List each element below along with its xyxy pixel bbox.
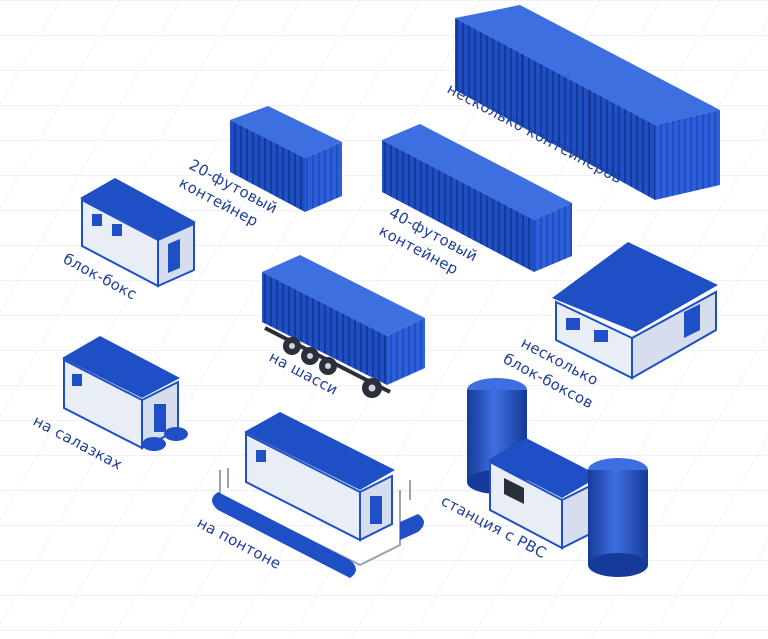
on-chassis-illustration (262, 255, 425, 398)
several-block-boxes-illustration (552, 242, 718, 380)
container-20ft-illustration (230, 106, 342, 212)
on-pontoon-illustration (212, 412, 424, 578)
station-rvs-illustration (467, 378, 648, 577)
several-containers-illustration (455, 5, 720, 200)
block-box-illustration (80, 178, 196, 288)
container-40ft-illustration (382, 124, 572, 272)
on-skids-illustration (62, 336, 188, 451)
